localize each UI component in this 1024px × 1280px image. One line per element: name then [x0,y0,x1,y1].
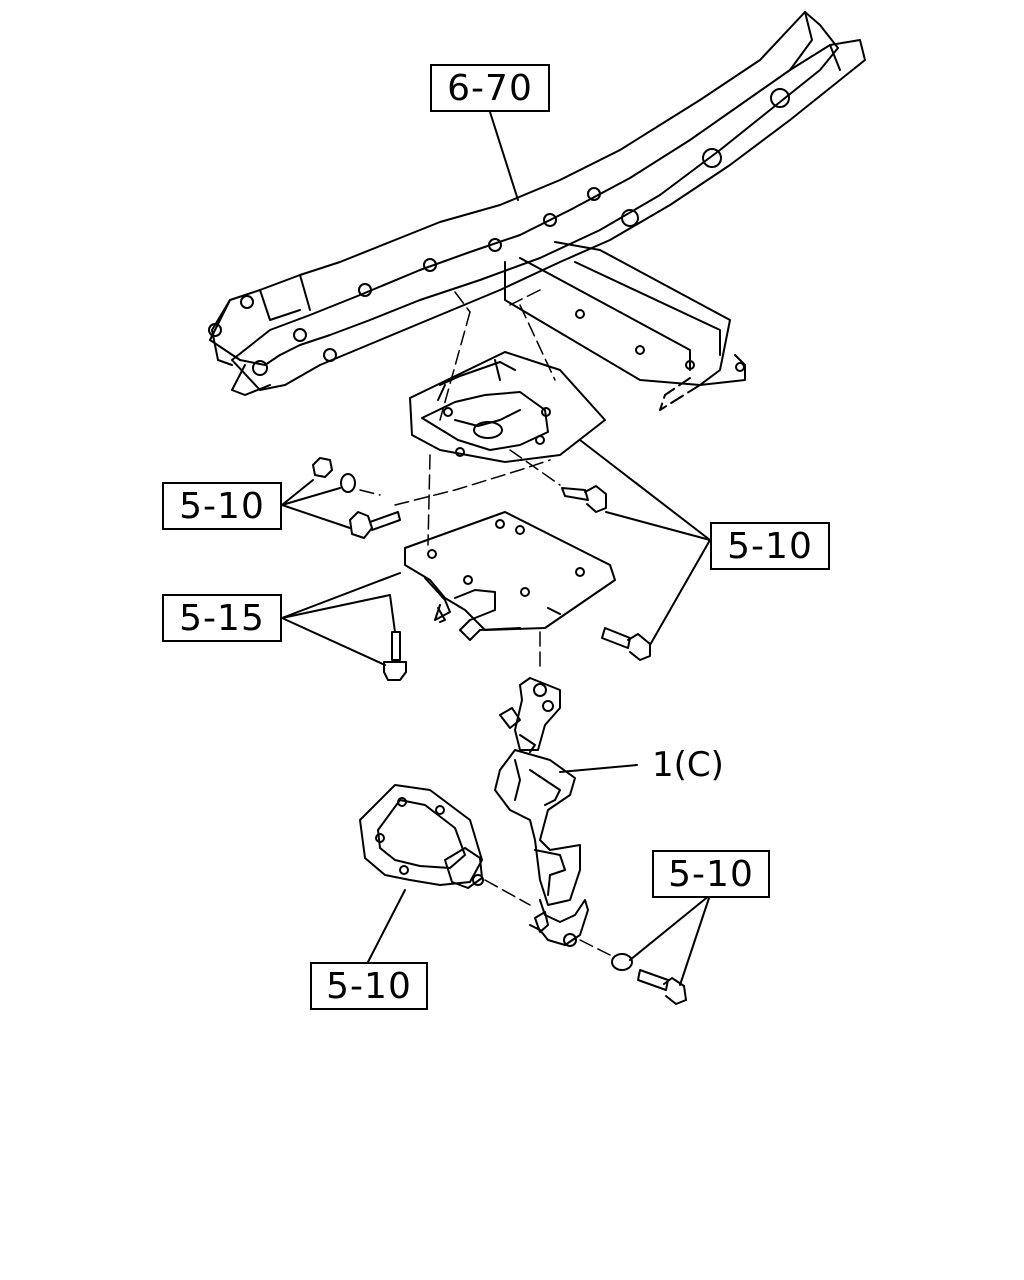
frame-rail [209,12,865,410]
callout-left-bolt-ref: 5-10 [162,482,282,530]
lower-bracket [360,785,483,888]
fasteners [313,458,686,1004]
callout-lower-bolt-ref: 5-10 [652,850,770,898]
linkage-assembly [495,678,588,946]
callout-bracket-bolt-ref: 5-15 [162,594,282,642]
callout-right-bolt-ref: 5-10 [710,522,830,570]
callout-frame-ref: 6-70 [430,64,550,112]
assembly-guide-lines [360,290,610,955]
callout-lower-bracket-ref: 5-10 [310,962,428,1010]
lower-mount-plate [405,512,615,640]
leader-lines [282,112,710,985]
part-label: 1(C) [652,745,724,785]
upper-mount-plate [410,352,605,462]
